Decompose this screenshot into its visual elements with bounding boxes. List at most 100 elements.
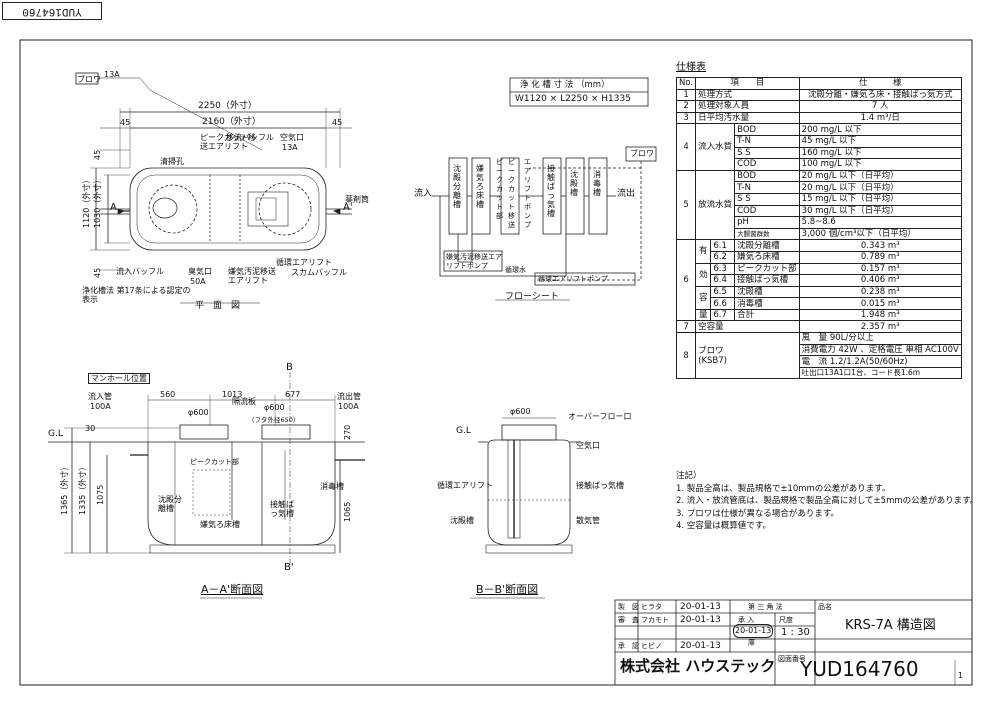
- plan-label-a2: A': [343, 202, 353, 213]
- spec-vol-no: 6.1: [710, 239, 736, 252]
- flow-tank-label-1: 沈殿分離槽: [453, 164, 461, 209]
- spec-table: No. 項 目 仕 様 1 処理方式 沈殿分離・嫌気ろ床・接触ばっ気方式 2 処…: [675, 77, 962, 380]
- flow-tank-label-8: 消毒槽: [593, 170, 601, 197]
- spec-vol-name: 嫌気ろ床槽: [734, 250, 800, 264]
- plan-title: 平 面 図: [195, 301, 241, 311]
- title-block-grid: [614, 599, 973, 686]
- sectionA-h1335: 1335（外寸）: [78, 462, 87, 515]
- sectionA-b2: B': [284, 562, 294, 573]
- tb-name-label: 品名: [818, 603, 832, 611]
- spec-vol-value: 0.343 m³: [798, 239, 962, 252]
- spec-param-value: 3,000 個/cm³以下（日平均）: [798, 227, 962, 241]
- spec-param-value: 45 mg/L 以下: [798, 134, 962, 148]
- plan-label-sludge: 嫌気汚泥移送エアリフト: [228, 267, 276, 285]
- flow-circ-pump: 循環エアリフトポンプ: [538, 275, 608, 283]
- spec-blower-line: 電 流 1.2/1.2A(50/60Hz): [798, 355, 962, 368]
- sectionA-manhole-2: [261, 424, 311, 440]
- tb-stamp-date: 20-01-13: [733, 624, 774, 638]
- sectionB-circ: 循環エアリフト: [437, 481, 493, 490]
- size-box-value: W1120 × L2250 × H1335: [515, 94, 631, 104]
- spec-item: 処理対象人員: [695, 100, 800, 113]
- plan-dim-left: 45: [120, 118, 131, 127]
- tb-name-draw: ヒラタ: [641, 603, 662, 611]
- tb-name-approve: ヒビノ: [641, 642, 662, 650]
- spec-vol-no: 6.5: [710, 285, 736, 299]
- sectionA-tank-outline: [147, 441, 336, 546]
- sectionB-tank-outline: [487, 439, 571, 546]
- note-item: 1. 製品全高は、製品規格で±10mmの公差があります。: [676, 483, 891, 494]
- spec-item: 空容量: [695, 320, 800, 334]
- spec-blower-line: 吐出口13A1口1台、コード長1.6m: [798, 366, 962, 380]
- spec-param: BOD: [734, 123, 800, 136]
- sectionA-title: A－A'断面図: [201, 583, 264, 596]
- flow-circ-pump-box: [534, 272, 636, 286]
- spec-volume-group: 量: [695, 308, 712, 322]
- sectionA-dim-1013: 1013: [222, 390, 243, 399]
- spec-value: 2.357 m³: [798, 320, 962, 334]
- spec-blower-line: 消費電力 42W 、定格電圧 単相 AC100V: [798, 343, 962, 357]
- spec-vol-value: 0.238 m³: [798, 285, 962, 299]
- spec-no: 1: [675, 88, 697, 102]
- sectionA-out-pipe: 流出管: [337, 392, 361, 401]
- spec-vol-no: 6.7: [710, 308, 736, 322]
- tb-role-approve: 承 認: [618, 642, 639, 650]
- plan-dim-45a: 45: [93, 149, 102, 160]
- plan-dim-total: 2250（外寸）: [198, 101, 257, 111]
- sectionB-settle: 沈殿槽: [450, 516, 474, 525]
- spec-item: 日平均汚水量: [695, 111, 800, 125]
- notes-title: 注記）: [676, 471, 702, 481]
- spec-param: COD: [734, 158, 800, 171]
- tb-stamp-3: 庫: [748, 639, 755, 647]
- spec-row-7: 7 空容量 2.357 m³: [675, 320, 962, 334]
- flow-sheet: [432, 146, 657, 301]
- tb-date-approve: 20-01-13: [680, 641, 721, 651]
- plan-manhole-left: [148, 184, 198, 234]
- spec-header-spec: 仕 様: [798, 77, 962, 90]
- spec-vol-name: 沈殿分離槽: [734, 239, 800, 252]
- tb-stamp-1: 承 入: [738, 616, 755, 624]
- flow-circ-water: 循環水: [505, 266, 526, 274]
- spec-no: 8: [675, 332, 697, 380]
- plan-label-a: A: [110, 202, 117, 213]
- flow-tank-label-2: 嫌気ろ床槽: [476, 164, 484, 209]
- sectionA-dim-560: 560: [160, 390, 176, 399]
- spec-param: COD: [734, 204, 800, 218]
- tb-dwg-label: 図面番号: [778, 655, 806, 663]
- spec-vol-value: 0.789 m³: [798, 250, 962, 264]
- spec-blower-model: (KSB7): [698, 355, 727, 366]
- section-a-view: [48, 372, 365, 599]
- tb-role-check: 審 査: [618, 616, 639, 624]
- sectionA-out-size: 100A: [338, 402, 359, 411]
- spec-outflow-item: 放流水質: [695, 169, 736, 241]
- plan-dim-right: 45: [332, 118, 343, 127]
- sectionA-phi2: φ600: [264, 403, 285, 412]
- sectionA-h1065: 1065: [343, 501, 352, 522]
- sectionA-d30: 30: [85, 424, 96, 433]
- spec-param-value: 30 mg/L 以下（日平均）: [798, 204, 962, 218]
- plan-label-vent-size: 50A: [190, 277, 206, 286]
- sectionA-h1365: 1365（外寸）: [60, 462, 69, 515]
- spec-header-item: 項 目: [695, 77, 800, 90]
- plan-dim-w2: 1030（外寸）: [93, 175, 102, 228]
- sectionB-contact: 接触ばっ気槽: [576, 481, 624, 490]
- plan-blower-size: 13A: [104, 70, 120, 79]
- spec-row-3: 3 日平均汚水量 1.4 m³/日: [675, 111, 962, 125]
- plan-label-disinfect: 薬剤筒: [345, 195, 369, 204]
- sectionA-contact: 接触ばっ気槽: [270, 500, 294, 518]
- sectionA-b: B: [286, 362, 293, 373]
- sectionA-manhole-label: マンホール位置: [88, 373, 150, 384]
- sectionA-partition: 隔流板: [232, 397, 256, 406]
- spec-vol-no: 6.2: [710, 250, 736, 264]
- flow-tank-label-7: 沈殿槽: [570, 170, 578, 197]
- plan-dim-45b: 45: [93, 267, 102, 278]
- plan-label-circ: 循環エアリフト: [276, 258, 332, 267]
- tb-angle: 第 三 角 法: [748, 603, 783, 611]
- spec-no: 7: [675, 320, 697, 334]
- spec-vol-value: 0.015 m³: [798, 297, 962, 310]
- sectionA-dim-677: 677: [285, 390, 301, 399]
- sectionA-sep: 沈殿分離槽: [158, 495, 182, 513]
- flow-tank-label-3: ピークカット部: [496, 158, 503, 220]
- sectionA-peak: ピークカット部: [190, 458, 239, 466]
- tb-role-draw: 製 図: [618, 603, 639, 611]
